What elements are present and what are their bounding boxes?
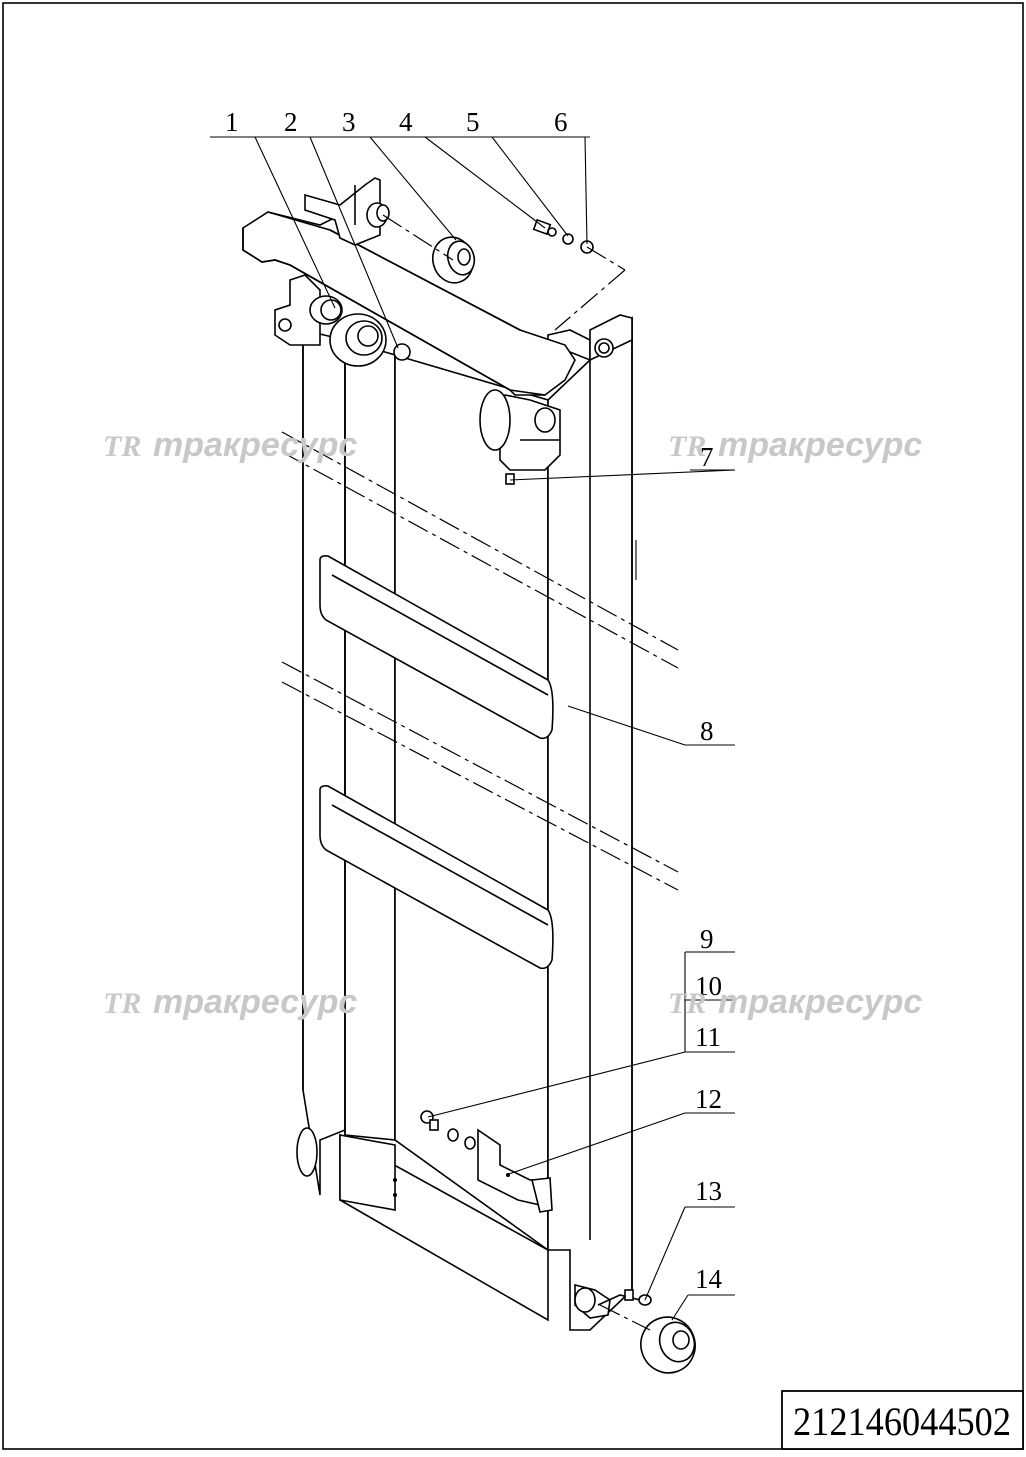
- callout-1: 1: [225, 107, 239, 137]
- callout-5: 5: [466, 107, 480, 137]
- callout-2: 2: [284, 107, 298, 137]
- callout-7: 7: [700, 442, 714, 472]
- carriage-assembly: [242, 177, 696, 1374]
- callout-11: 11: [695, 1022, 721, 1052]
- watermark-bottom-left: TR тракресурс: [103, 983, 357, 1021]
- watermarks: TR тракресурс TR тракресурс TR тракресур…: [103, 426, 922, 1021]
- callout-labels: 1 2 3 4 5 6 7 8 9 10 11 12 13 14: [225, 107, 723, 1294]
- svg-text:тракресурс: тракресурс: [718, 983, 922, 1021]
- svg-text:TR: TR: [103, 987, 141, 1020]
- title-block: 212146044502: [781, 1390, 1024, 1450]
- svg-text:тракресурс: тракресурс: [153, 983, 357, 1021]
- watermark-bottom-right: TR тракресурс: [668, 983, 922, 1021]
- callout-6: 6: [554, 107, 568, 137]
- leader-lines: [210, 136, 736, 1321]
- svg-text:тракресурс: тракресурс: [153, 426, 357, 464]
- watermark-top-right: TR тракресурс: [668, 426, 922, 464]
- callout-9: 9: [700, 924, 714, 954]
- watermark-top-left: TR тракресурс: [103, 426, 357, 464]
- callout-4: 4: [399, 107, 413, 137]
- svg-text:TR: TR: [668, 987, 706, 1020]
- callout-13: 13: [695, 1176, 722, 1206]
- callout-12: 12: [695, 1084, 722, 1114]
- svg-text:TR: TR: [103, 430, 141, 463]
- callout-3: 3: [342, 107, 356, 137]
- callout-10: 10: [695, 971, 722, 1001]
- part-number: 212146044502: [793, 1399, 1011, 1444]
- svg-text:тракресурс: тракресурс: [718, 426, 922, 464]
- svg-text:TR: TR: [668, 430, 706, 463]
- callout-8: 8: [700, 716, 714, 746]
- callout-14: 14: [695, 1264, 723, 1294]
